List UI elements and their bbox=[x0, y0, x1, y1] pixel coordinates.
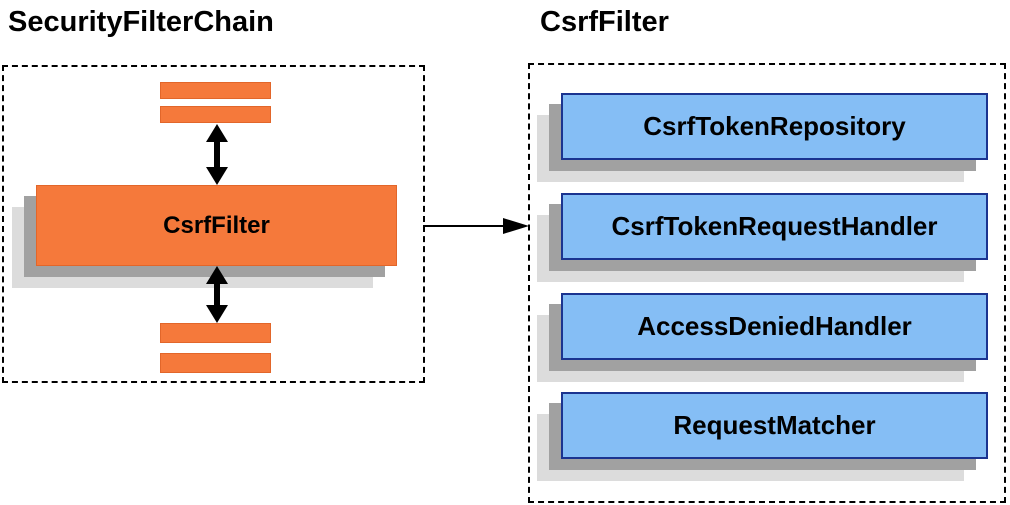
component-label: CsrfTokenRequestHandler bbox=[611, 211, 938, 241]
component-label: CsrfTokenRepository bbox=[643, 111, 906, 141]
component-box-group: CsrfTokenRepository bbox=[537, 93, 988, 182]
csrf-filter-panel: CsrfTokenRepository CsrfTokenRequestHand… bbox=[528, 63, 1006, 503]
filter-placeholder-bar bbox=[160, 106, 271, 123]
component-box-group: AccessDeniedHandler bbox=[537, 293, 988, 382]
security-filter-chain-panel: CsrfFilter bbox=[2, 65, 425, 383]
component-label: RequestMatcher bbox=[673, 410, 876, 440]
component-box-group: CsrfTokenRequestHandler bbox=[537, 193, 988, 282]
up-down-arrow-icon bbox=[206, 266, 228, 323]
csrf-filter-box: CsrfFilter bbox=[36, 185, 397, 266]
up-down-arrow-icon bbox=[206, 124, 228, 185]
csrf-token-request-handler-box: CsrfTokenRequestHandler bbox=[561, 193, 988, 260]
csrf-filter-box-wrap: CsrfFilter bbox=[12, 185, 397, 288]
filter-placeholder-bar bbox=[160, 353, 271, 373]
left-diagram-title: SecurityFilterChain bbox=[8, 6, 274, 38]
filter-placeholder-bar bbox=[160, 323, 271, 343]
request-matcher-box: RequestMatcher bbox=[561, 392, 988, 459]
right-arrow-icon bbox=[423, 218, 529, 234]
component-box-group: RequestMatcher bbox=[537, 392, 988, 481]
csrf-token-repository-box: CsrfTokenRepository bbox=[561, 93, 988, 160]
right-diagram-title: CsrfFilter bbox=[540, 6, 669, 38]
component-label: AccessDeniedHandler bbox=[637, 311, 912, 341]
csrf-filter-label: CsrfFilter bbox=[163, 211, 270, 239]
access-denied-handler-box: AccessDeniedHandler bbox=[561, 293, 988, 360]
filter-placeholder-bar bbox=[160, 82, 271, 99]
